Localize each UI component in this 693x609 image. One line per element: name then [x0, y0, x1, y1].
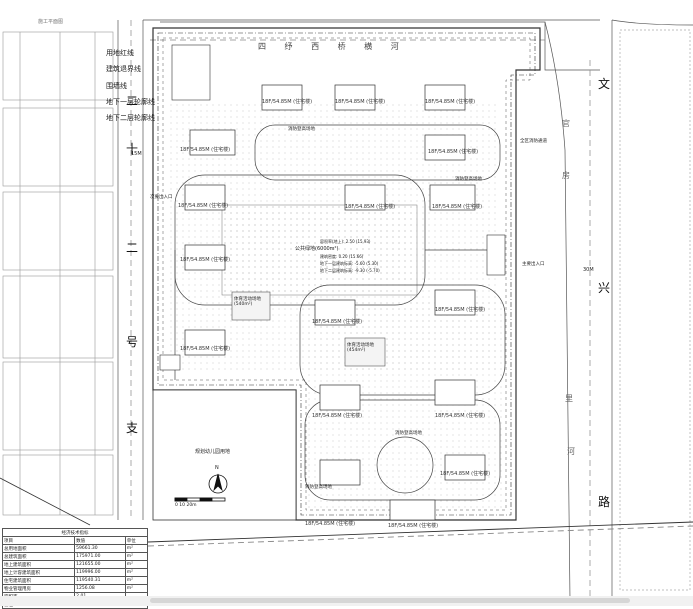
table-cell: 总建筑面积	[1, 552, 76, 561]
table-cell: 119996.00	[74, 568, 126, 577]
right-river-char-3: 里	[565, 394, 573, 403]
left-road-char-3: 二	[126, 241, 139, 255]
right-river-char-4: 河	[567, 447, 575, 456]
table-cell: 121655.00	[74, 560, 126, 569]
legend-item-5: 地下二层轮廓线	[106, 114, 155, 122]
legend-item-1: 用地红线	[106, 49, 134, 57]
top-road	[143, 19, 600, 71]
table-cell: m²	[124, 560, 149, 569]
left-road-char-2: 十	[126, 142, 139, 156]
left-road-char-1: 二	[126, 94, 139, 108]
left-neighbor-buildings	[2, 31, 114, 516]
fire-road-label-3: 消防登高场地	[395, 431, 422, 436]
table-cell: 总用地面积	[1, 544, 76, 553]
diagonal-boundary	[0, 477, 91, 526]
fire-roads	[174, 124, 506, 501]
building-14-label: 18F/54.85M (住宅楼)	[312, 413, 363, 419]
right-road-width: 30M	[583, 267, 594, 273]
building-2-label: 18F/54.85M (住宅楼)	[335, 99, 386, 105]
residential-buildings	[184, 84, 486, 521]
table-cell: m²	[124, 568, 149, 577]
site-note-3: 地下一层建筑标高: -5.60 (5.30)	[320, 261, 379, 266]
building-1-label: 18F/54.85M (住宅楼)	[262, 99, 313, 105]
table-cell: 175971.00	[74, 552, 126, 561]
building-11-label: 18F/54.85M (住宅楼)	[180, 346, 231, 352]
table-cell: m²	[124, 552, 149, 561]
park-label: 公共绿地(6000m²)	[295, 246, 339, 252]
left-road-char-5: 支	[126, 421, 139, 435]
bottom-road	[147, 521, 693, 547]
activity-field-1-label: 体育活动场地 (540m²)	[234, 297, 261, 307]
table-cell: 1256.08	[74, 584, 126, 593]
table-cell: m²	[124, 584, 149, 593]
right-road-char-1: 文	[598, 77, 611, 91]
building-3-label: 18F/54.85M (住宅楼)	[425, 99, 476, 105]
building-7-label: 18F/54.85M (住宅楼)	[345, 204, 396, 210]
table-cell: 地上计容建筑面积	[1, 568, 76, 577]
fire-road-label-4: 消防登高场地	[305, 485, 332, 490]
scale-label: 0 10 20m	[175, 503, 197, 508]
left-road-width: 15M	[131, 151, 142, 157]
building-4-label: 18F/54.85M (住宅楼)	[180, 147, 231, 153]
building-9-label: 18F/54.85M (住宅楼)	[180, 257, 231, 263]
building-12-label: 18F/54.85M (住宅楼)	[312, 319, 363, 325]
building-15-label: 18F/54.85M (住宅楼)	[440, 471, 491, 477]
north-arrow	[208, 473, 228, 494]
building-8-label: 18F/54.85M (住宅楼)	[432, 204, 483, 210]
top-left-caption: 施工平面图	[38, 19, 64, 25]
north-label: N	[215, 465, 219, 471]
right-road-char-2: 兴	[598, 281, 611, 295]
right-river-char-1: 官	[562, 119, 570, 128]
loop-road-label: 全区消防通道	[520, 139, 547, 144]
right-road	[544, 19, 693, 601]
fire-road-label-1: 消防登高场地	[288, 127, 315, 132]
table-header: 项目	[1, 536, 76, 545]
table-title: 经济技术指标	[2, 528, 148, 537]
building-17-label: 18F/54.85M (住宅楼)	[388, 523, 439, 529]
entrance-side-label: 次要出入口	[150, 195, 173, 200]
legend-item-3: 围墙线	[106, 82, 127, 90]
building-6-label: 18F/54.85M (住宅楼)	[178, 203, 229, 209]
service-buildings	[159, 44, 506, 371]
site-note-4: 地下二层建筑标高: -9.30 (-5.70)	[320, 268, 380, 273]
site-note-2: 建筑密度: 0.20 (15.66)	[320, 254, 364, 259]
entrance-main-label: 主要出入口	[522, 262, 545, 267]
building-5-label: 18F/54.85M (住宅楼)	[428, 149, 479, 155]
table-cell: 119540.31	[74, 576, 126, 585]
scale-bar	[174, 497, 226, 502]
horizontal-scrollbar-thumb[interactable]	[150, 598, 630, 603]
activity-field-2-label: 体育活动场地 (454m²)	[347, 343, 374, 353]
table-cell: 59661.30	[74, 544, 126, 553]
building-16-label: 18F/54.85M (住宅楼)	[305, 521, 356, 527]
building-10-label: 18F/54.85M (住宅楼)	[435, 307, 486, 313]
table-cell: 物业管理用房	[1, 584, 76, 593]
site-note-1: 容积率(地上): 2.50 (15.93)	[320, 239, 371, 244]
table-cell: m²	[124, 544, 149, 553]
kindergarten-label: 规划幼儿园用地	[195, 449, 231, 455]
right-river-char-2: 房	[562, 171, 570, 180]
legend-item-2: 建筑退界线	[106, 65, 141, 73]
legend-item-4: 地下一层轮廓线	[106, 98, 155, 106]
activity-fields	[231, 291, 386, 367]
building-13-label: 18F/54.85M (住宅楼)	[435, 413, 486, 419]
table-cell: 地上建筑面积	[1, 560, 76, 569]
right-road-char-3: 路	[598, 495, 611, 509]
left-road	[117, 20, 144, 520]
table-header: 数值	[74, 536, 126, 545]
top-road-label: 四 纾 西 桥 横 河	[258, 42, 407, 51]
fire-road-label-2: 消防登高场地	[455, 177, 482, 182]
table-cell: 住宅建筑面积	[1, 576, 76, 585]
table-cell: m²	[124, 576, 149, 585]
left-road-char-4: 号	[126, 335, 139, 349]
table-header: 单位	[124, 536, 149, 545]
